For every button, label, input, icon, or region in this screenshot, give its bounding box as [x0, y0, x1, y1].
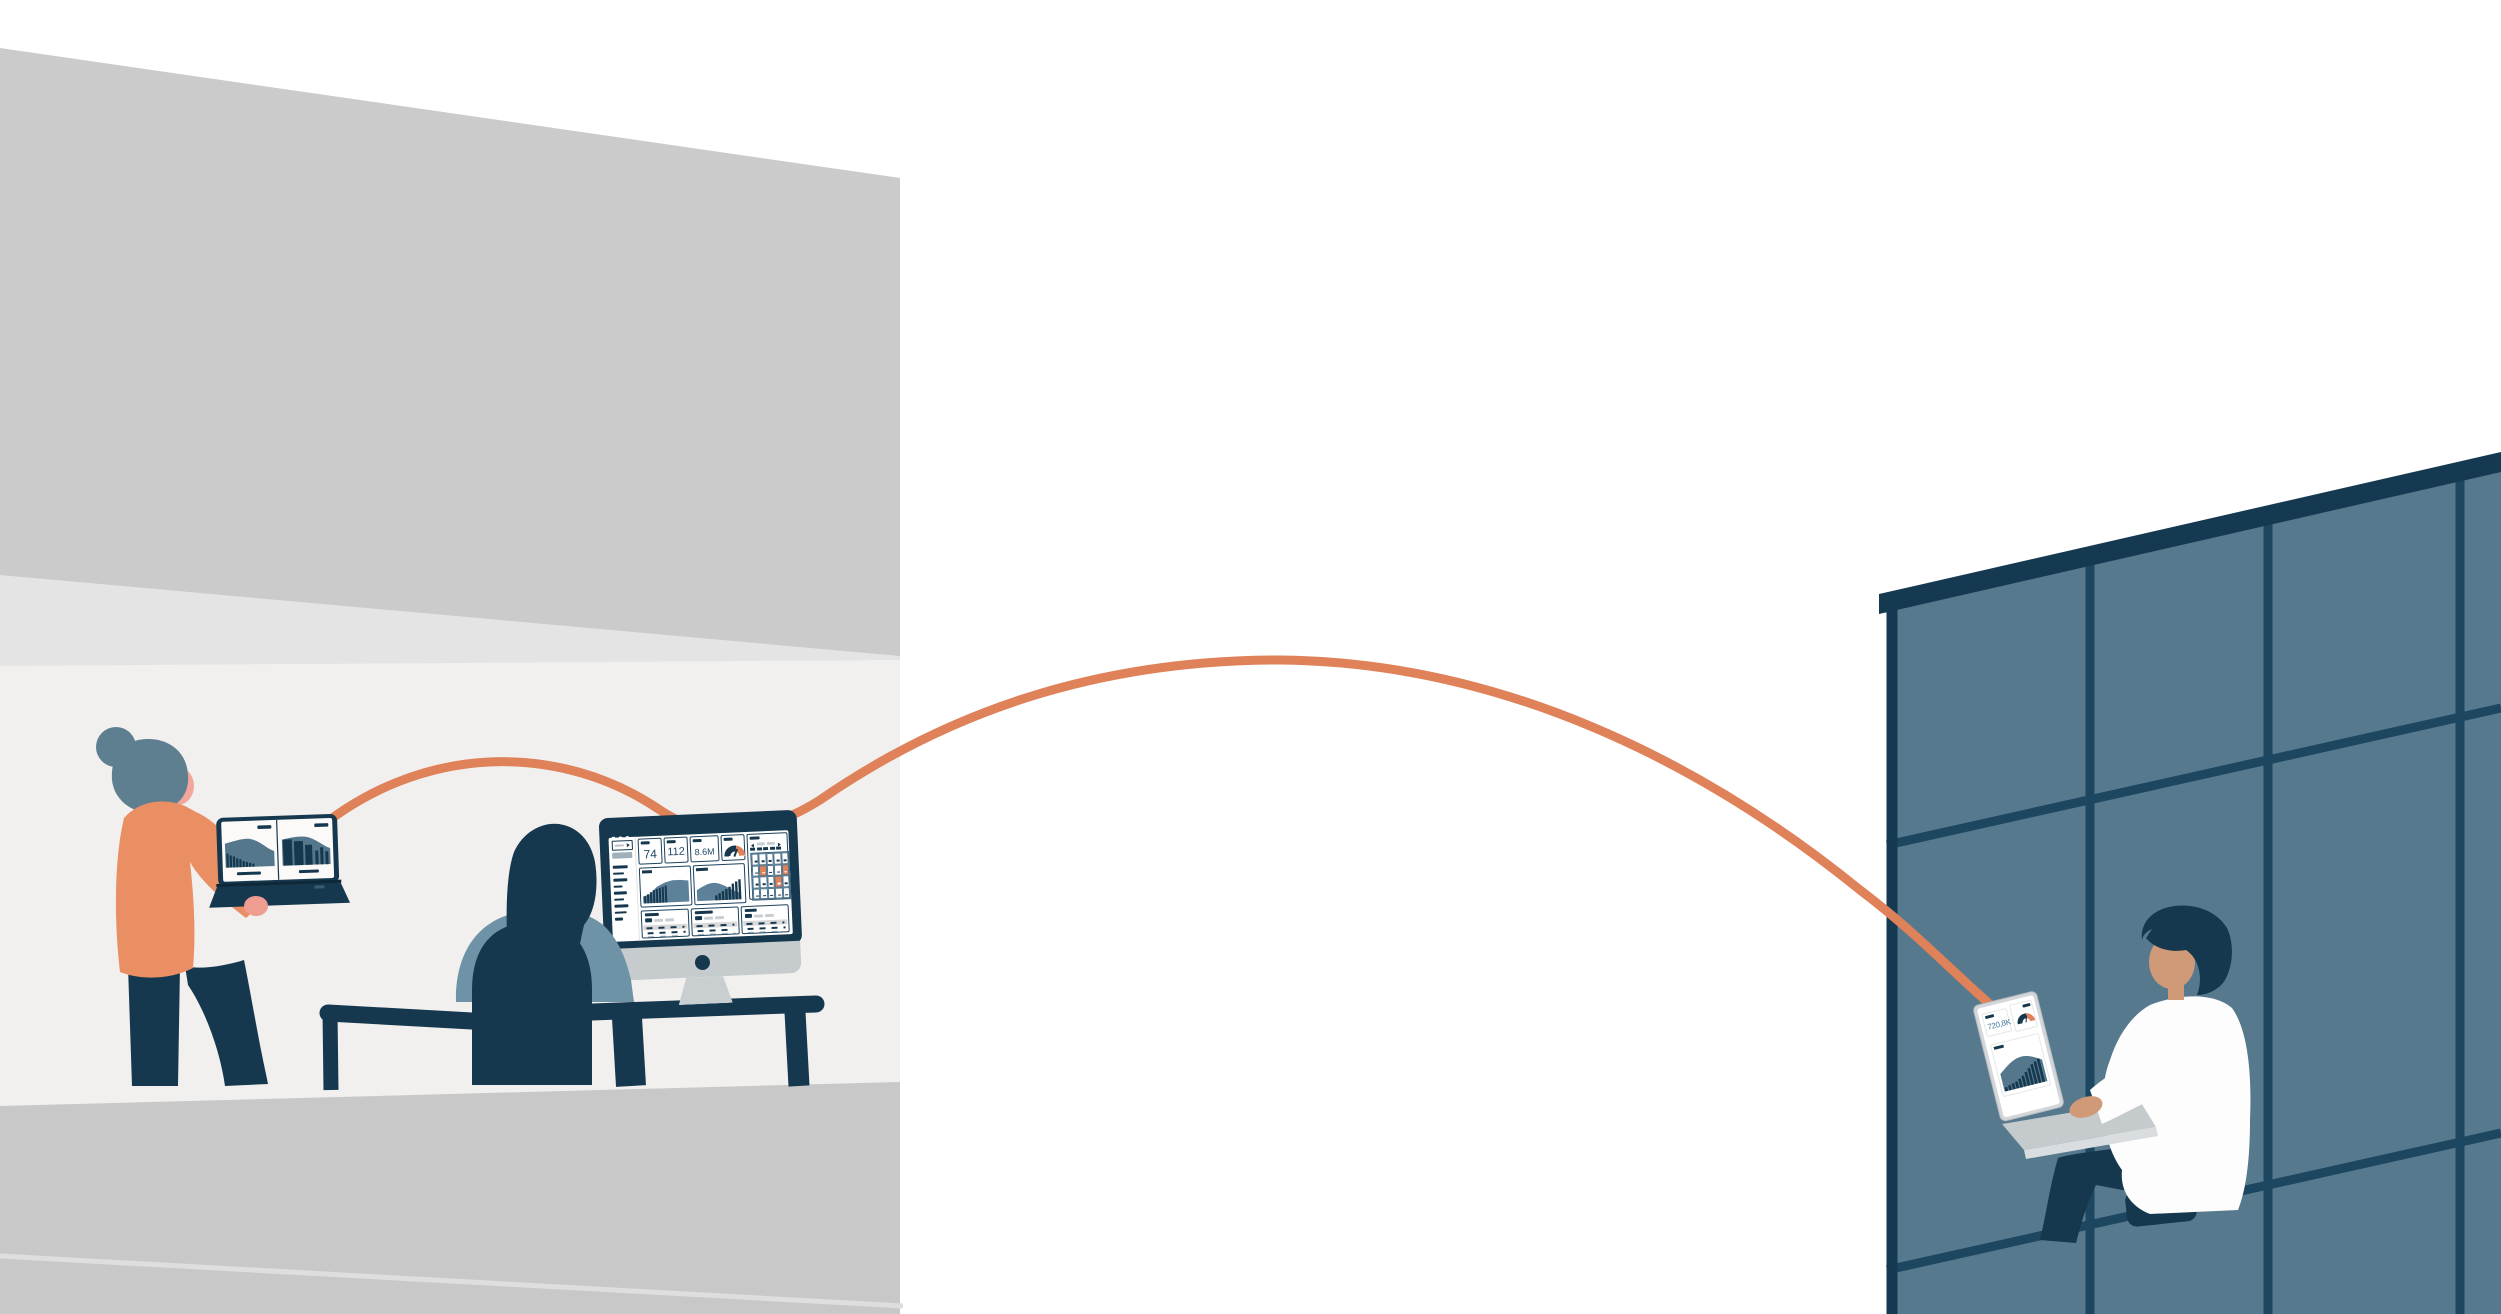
table-card — [740, 904, 790, 935]
seated-woman-hair — [506, 823, 597, 1000]
area-bar-chart-icon — [695, 867, 742, 902]
seated-woman-face — [561, 859, 591, 901]
area-chart-card — [1989, 1032, 2052, 1098]
monitor-screen: 74 112 8.6M — [605, 817, 795, 945]
area-bar-chart-icon — [641, 870, 690, 904]
man-legs — [2040, 1140, 2175, 1243]
table-row — [697, 928, 734, 933]
man-seat — [2125, 1185, 2197, 1227]
calendar-card — [746, 832, 792, 901]
upper-wall — [0, 48, 900, 660]
table-card — [640, 908, 690, 939]
desk-leg-right — [784, 1011, 810, 1087]
man-neck — [2168, 982, 2184, 1000]
sidebar-item[interactable] — [613, 891, 627, 895]
table-card — [690, 906, 740, 937]
man-hand — [2069, 1096, 2103, 1118]
kpi-card: 8.6M — [689, 835, 720, 863]
dashboard: 74 112 8.6M — [608, 830, 793, 942]
left-laptop — [216, 813, 340, 918]
table-row — [647, 930, 686, 935]
building-glass — [1887, 465, 2501, 1314]
building-mullion-h2 — [1886, 1128, 2501, 1275]
standing-woman-hair — [111, 738, 189, 815]
dashboard-main: 74 112 8.6M — [635, 830, 792, 941]
table-row — [647, 934, 682, 939]
kpi-value: 74 — [643, 846, 658, 862]
right-laptop-deck-edge — [2024, 1127, 2158, 1159]
standing-woman-neck — [160, 798, 180, 816]
sidebar-item[interactable] — [613, 884, 623, 888]
man-hair — [2141, 905, 2232, 995]
bench-bar — [319, 1004, 481, 1030]
man-shirt — [2102, 996, 2251, 1214]
desk-leg-left — [612, 1017, 646, 1087]
standing-woman-leg — [128, 966, 180, 1086]
kpi-card: 720,8K — [1981, 1007, 2013, 1038]
sidebar-item-selected[interactable] — [612, 851, 633, 859]
right-laptop: 720,8K — [1972, 990, 2066, 1123]
table-row — [747, 926, 786, 931]
sidebar-item[interactable] — [614, 917, 624, 921]
kpi-value: 8.6M — [694, 846, 715, 858]
wall-ledge — [0, 575, 900, 668]
window-dots-icon — [611, 827, 632, 841]
bench-leg — [322, 1011, 339, 1091]
area-bar-chart-icon — [1993, 1044, 2048, 1092]
calendar-grid — [750, 851, 792, 901]
office-chair — [472, 922, 592, 1085]
table-row — [697, 932, 736, 937]
left-laptop-charts-icon — [224, 819, 331, 880]
building-mullion-h1 — [1886, 703, 2501, 850]
floor — [0, 1082, 900, 1314]
building-roof-cap — [1879, 452, 2501, 614]
left-laptop-screen — [221, 817, 335, 882]
kpi-value: 720,8K — [1986, 1017, 2012, 1032]
sidebar-item[interactable] — [612, 871, 625, 875]
gauge-card — [2008, 999, 2038, 1033]
sidebar-item[interactable] — [614, 897, 625, 901]
left-laptop-vent — [314, 885, 325, 889]
area-chart-card — [638, 865, 693, 908]
connection-curve — [307, 655, 2011, 1023]
standing-woman-leg — [185, 960, 268, 1086]
man-face — [2149, 935, 2195, 989]
seated-woman-hair-wisp — [556, 842, 588, 871]
area-chart-card — [692, 863, 747, 906]
monitor-stand — [678, 976, 733, 1005]
standing-woman-face — [162, 767, 194, 805]
kpi-value: 112 — [667, 845, 686, 859]
chevron-right-icon — [626, 843, 630, 848]
sidebar-dropdown[interactable] — [611, 839, 634, 851]
desktop-monitor: 74 112 8.6M — [598, 809, 805, 1010]
gauge-card — [720, 834, 746, 862]
table-row — [747, 930, 780, 934]
sidebar-items — [610, 861, 639, 921]
sidebar-item[interactable] — [613, 878, 628, 882]
man-sleeve — [2090, 1048, 2170, 1124]
sidebar-item[interactable] — [614, 910, 627, 914]
sidebar-item[interactable] — [612, 865, 628, 869]
calendar-highlight[interactable] — [781, 863, 790, 876]
right-laptop-screen: 720,8K — [1976, 994, 2061, 1118]
standing-woman-hair-bun — [96, 727, 136, 767]
floor-edge-line — [0, 1253, 904, 1309]
kpi-card: 74 — [637, 837, 663, 865]
sidebar-item[interactable] — [614, 904, 629, 908]
kpi-card: 112 — [663, 836, 689, 864]
